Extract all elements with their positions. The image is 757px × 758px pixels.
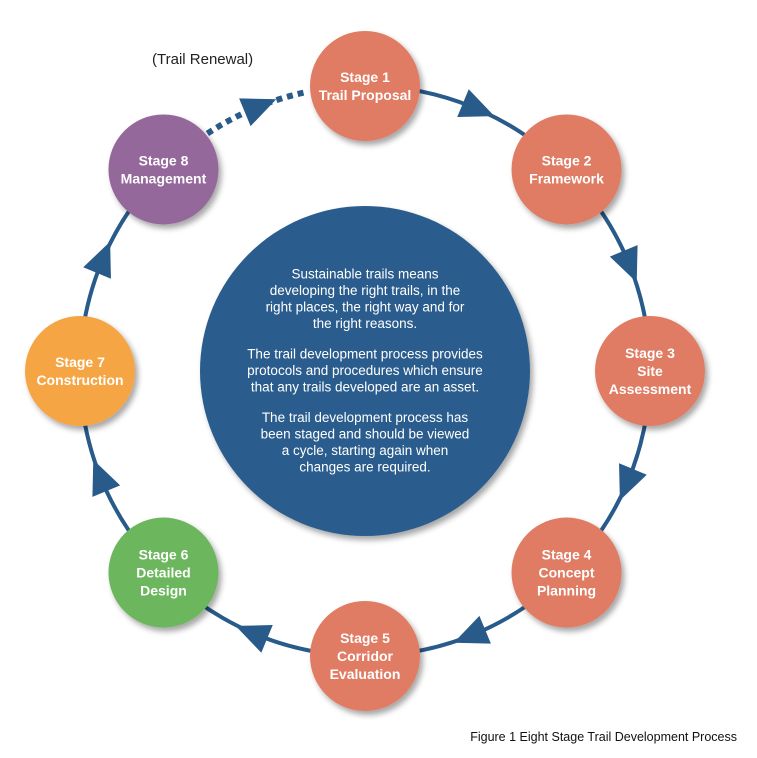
stage-6-title-line: Detailed: [136, 565, 190, 581]
stage-5-title-line: Corridor: [337, 648, 394, 664]
center-text-line: changes are required.: [299, 459, 430, 474]
center-text-line: been staged and should be viewed: [261, 426, 470, 441]
stage-1-circle: [310, 31, 420, 141]
stage-2-title-line: Framework: [529, 170, 604, 186]
renewal-arrowhead: [239, 98, 277, 127]
stage-3-circle: [595, 316, 705, 426]
stage-7-number: Stage 7: [55, 354, 105, 370]
center-text-line: protocols and procedures which ensure: [247, 363, 483, 378]
cycle-arrowhead: [619, 463, 647, 501]
stage-8-circle: [108, 114, 219, 225]
cycle-arrowhead: [235, 625, 273, 653]
stage-4-title-line: Concept: [539, 565, 595, 581]
stage-4-number: Stage 4: [542, 547, 592, 563]
stage-7-node: Stage 7 Construction: [25, 316, 135, 426]
center-text-line: The trail development process provides: [247, 346, 483, 361]
cycle-arrowhead: [453, 615, 491, 644]
center-text-line: The trail development process has: [262, 410, 469, 425]
stage-3-number: Stage 3: [625, 345, 675, 361]
cycle-arrowhead: [457, 89, 495, 117]
stage-8-number: Stage 8: [139, 152, 189, 168]
center-text-line: a cycle, starting again when: [282, 443, 449, 458]
cycle-arrowhead: [92, 459, 121, 497]
stage-2-circle: [511, 114, 622, 225]
center-text-line: that any trails developed are an asset.: [251, 379, 479, 394]
cycle-arrowhead: [609, 245, 638, 283]
stage-6-title-line: Design: [140, 583, 187, 599]
center-circle: Sustainable trails means developing the r…: [200, 206, 530, 536]
center-text-line: developing the right trails, in the: [270, 283, 461, 298]
center-info-circle: [200, 206, 530, 536]
stage-7-circle: [25, 316, 135, 426]
stage-3-title-line: Site: [637, 363, 663, 379]
center-text-line: right places, the right way and for: [266, 299, 465, 314]
stage-5-number: Stage 5: [340, 630, 390, 646]
trail-renewal-label: (Trail Renewal): [152, 51, 254, 68]
stage-1-title-line: Trail Proposal: [319, 87, 412, 103]
stage-5-title-line: Evaluation: [330, 666, 401, 682]
stage-4-circle: [511, 517, 622, 628]
stage-5-circle: [310, 601, 420, 711]
stage-2-node: Stage 2 Framework: [511, 114, 622, 225]
stage-6-number: Stage 6: [139, 547, 189, 563]
center-text-line: the right reasons.: [313, 316, 417, 331]
stage-1-number: Stage 1: [340, 69, 390, 85]
stage-8-title-line: Management: [121, 170, 207, 186]
figure-caption: Figure 1 Eight Stage Trail Development P…: [470, 730, 737, 744]
stage-4-title-line: Planning: [537, 583, 596, 599]
cycle-arrowhead: [83, 241, 111, 279]
center-text-line: Sustainable trails means: [291, 266, 438, 281]
stage-8-node: Stage 8 Management: [108, 114, 219, 225]
stage-3-title-line: Assessment: [609, 381, 692, 397]
stage-1-node: Stage 1 Trail Proposal: [310, 31, 420, 141]
cycle-arrows: [83, 89, 647, 653]
stage-7-title-line: Construction: [36, 372, 123, 388]
stage-2-number: Stage 2: [542, 152, 592, 168]
stage-6-circle: [108, 517, 219, 628]
